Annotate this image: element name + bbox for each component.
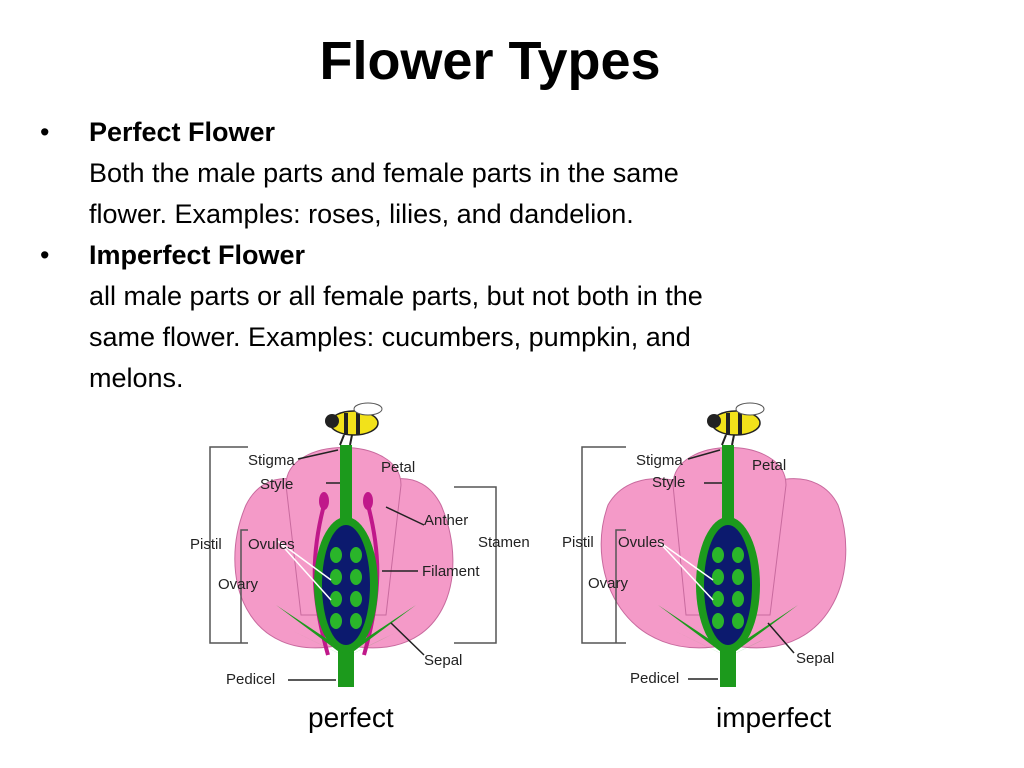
ovary-bracket xyxy=(240,529,248,643)
stamen-bracket xyxy=(454,486,497,644)
sepal xyxy=(346,605,416,657)
ovule xyxy=(712,547,724,563)
caption-imperfect: imperfect xyxy=(716,702,832,733)
bullet-text-line: melons. xyxy=(89,363,184,393)
anther-left xyxy=(319,492,329,510)
bee-icon xyxy=(325,402,383,446)
sepal xyxy=(728,630,783,657)
bullet-list: • Perfect Flower Both the male parts and… xyxy=(34,112,894,399)
label-style: Style xyxy=(652,474,685,491)
slide-title: Flower Types xyxy=(319,31,661,91)
label-ovary: Ovary xyxy=(218,576,259,593)
bullet-perfect-flower: • Perfect Flower Both the male parts and… xyxy=(34,112,894,235)
label-petal: Petal xyxy=(381,459,415,476)
label-petal: Petal xyxy=(752,457,786,474)
perfect-flower-diagram: Stigma Style Petal Anther Stamen Pistil … xyxy=(190,402,530,688)
label-pistil: Pistil xyxy=(190,536,222,553)
bracket-lines xyxy=(209,446,497,644)
ovules xyxy=(712,547,744,629)
bullet-text-line: same flower. Examples: cucumbers, pumpki… xyxy=(89,322,691,352)
ovary xyxy=(704,525,752,645)
pistil-bracket xyxy=(581,446,626,644)
pedicel-stem xyxy=(720,645,736,687)
label-ovules: Ovules xyxy=(248,536,295,553)
label-ovary: Ovary xyxy=(588,575,629,592)
ovule xyxy=(330,569,342,585)
sepal xyxy=(658,605,728,657)
bullet-text-line: Both the male parts and female parts in … xyxy=(89,158,679,188)
sepals xyxy=(276,605,416,657)
ovule xyxy=(350,613,362,629)
bullet-imperfect-flower: • Imperfect Flower all male parts or all… xyxy=(34,235,894,399)
ovule xyxy=(732,591,744,607)
label-pedicel: Pedicel xyxy=(630,670,679,687)
bracket-lines xyxy=(581,446,626,644)
label-anther: Anther xyxy=(424,512,468,529)
sepal xyxy=(728,605,798,657)
label-filament: Filament xyxy=(422,563,480,580)
pedicel-stem xyxy=(338,645,354,687)
bullet-dot: • xyxy=(40,240,50,270)
sepal xyxy=(346,630,401,657)
leader-lines xyxy=(657,449,795,680)
sepal xyxy=(276,605,346,657)
bee-icon xyxy=(707,402,765,446)
label-stigma: Stigma xyxy=(248,452,295,469)
pistil-bracket xyxy=(209,446,248,644)
anther-right xyxy=(363,492,373,510)
sepals xyxy=(658,605,798,657)
leader-lines xyxy=(277,449,425,681)
ovules xyxy=(330,547,362,629)
ovule xyxy=(330,591,342,607)
label-ovules: Ovules xyxy=(618,534,665,551)
ovule xyxy=(330,613,342,629)
label-stamen: Stamen xyxy=(478,534,530,551)
label-style: Style xyxy=(260,476,293,493)
ovule xyxy=(350,569,362,585)
label-pistil: Pistil xyxy=(562,534,594,551)
label-stigma: Stigma xyxy=(636,452,683,469)
ovule xyxy=(732,613,744,629)
bullet-text-line: flower. Examples: roses, lilies, and dan… xyxy=(89,199,634,229)
imperfect-flower-diagram: Stigma Style Petal Pistil Ovules Ovary S… xyxy=(562,402,847,687)
bullet-text-line: all male parts or all female parts, but … xyxy=(89,281,703,311)
ovule xyxy=(732,547,744,563)
bullet-heading: Imperfect Flower xyxy=(89,240,306,270)
ovule xyxy=(712,613,724,629)
ovule xyxy=(712,569,724,585)
ovule xyxy=(330,547,342,563)
sepal xyxy=(291,630,346,657)
label-sepal: Sepal xyxy=(424,652,462,669)
ovary-bracket xyxy=(615,529,626,643)
ovule xyxy=(732,569,744,585)
caption-perfect: perfect xyxy=(308,702,394,733)
ovary xyxy=(322,525,370,645)
bullet-heading: Perfect Flower xyxy=(89,117,276,147)
ovule xyxy=(712,591,724,607)
label-pedicel: Pedicel xyxy=(226,671,275,688)
bullet-dot: • xyxy=(40,117,50,147)
ovule xyxy=(350,591,362,607)
ovule xyxy=(350,547,362,563)
sepal xyxy=(673,630,728,657)
label-sepal: Sepal xyxy=(796,650,834,667)
